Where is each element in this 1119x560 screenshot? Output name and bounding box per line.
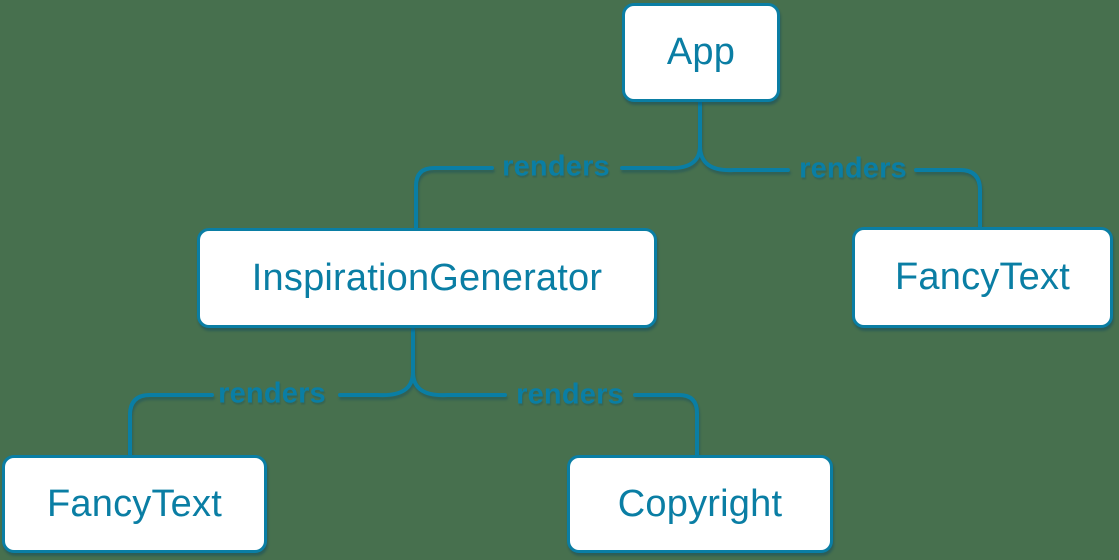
edge-app-ig-drop <box>414 166 494 230</box>
edge-ig-copyright-drop <box>633 393 699 457</box>
edge-app-ft-drop <box>914 168 982 229</box>
edge-label-app-ig: renders <box>502 150 610 183</box>
edge-label-ig-copyright: renders <box>516 378 624 411</box>
edge-ig-ft-drop <box>128 393 214 457</box>
node-copyright: Copyright <box>567 455 833 553</box>
edge-ig-copyright-merge <box>411 370 507 398</box>
edge-ig-ft-merge <box>338 370 415 398</box>
edge-app-ig-merge <box>620 144 702 171</box>
edge-app-ft-merge <box>698 144 790 173</box>
edge-label-app-fancytext: renders <box>799 152 907 185</box>
edge-label-ig-fancytext: renders <box>218 377 326 410</box>
node-fancy-text-top: FancyText <box>852 227 1113 328</box>
node-inspiration-generator: InspirationGenerator <box>197 228 657 328</box>
node-app: App <box>622 3 780 102</box>
node-fancy-text-bottom: FancyText <box>2 455 267 553</box>
